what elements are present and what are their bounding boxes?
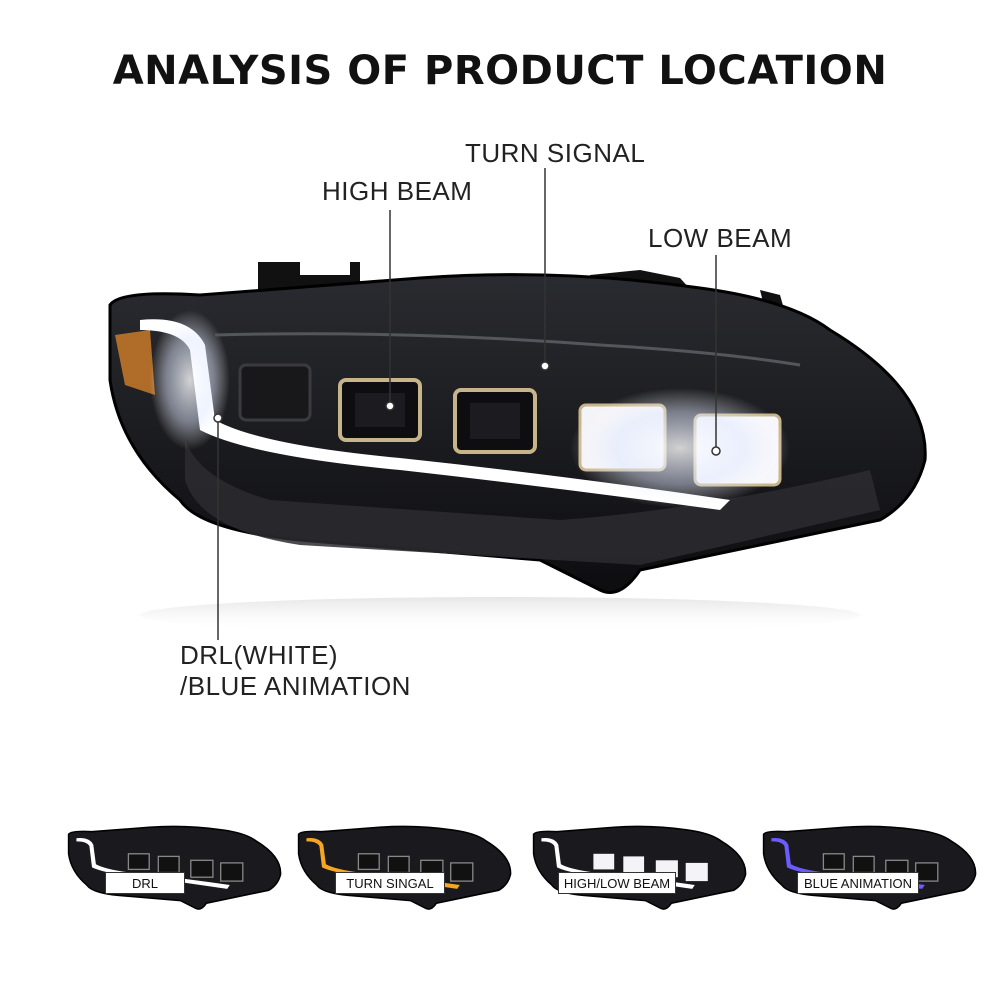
variant-label-high-low-beam: HIGH/LOW BEAM [558, 872, 676, 894]
variant-turn-signal-image [297, 825, 512, 910]
page-title: ANALYSIS OF PRODUCT LOCATION [112, 48, 888, 94]
lower-lens [185, 440, 880, 565]
low-beam-projector [570, 388, 790, 508]
variant-label-drl: DRL [105, 872, 185, 894]
high-beam-projector [338, 378, 422, 442]
drl-callout-line1: DRL(WHITE) [180, 640, 339, 670]
inner-projector [238, 363, 312, 422]
turn-signal-callout: TURN SIGNAL [465, 138, 646, 168]
upper-trim [214, 332, 801, 367]
low-beam-callout: LOW BEAM [648, 223, 793, 253]
variant-label-turn-signal: TURN SINGAL [335, 872, 445, 894]
variant-label-blue-animation: BLUE ANIMATION [797, 872, 919, 894]
high-beam-projector [453, 388, 537, 454]
mount-bracket [258, 262, 360, 290]
high-beam-callout: HIGH BEAM [322, 176, 473, 206]
variant-drl-image [67, 825, 282, 910]
side-marker [115, 330, 155, 395]
floor-reflection [140, 597, 860, 633]
variant-high-low-beam-image [532, 825, 747, 910]
variant-blue-animation-image [762, 825, 977, 910]
drl-callout-line2: /BLUE ANIMATION [180, 671, 411, 701]
